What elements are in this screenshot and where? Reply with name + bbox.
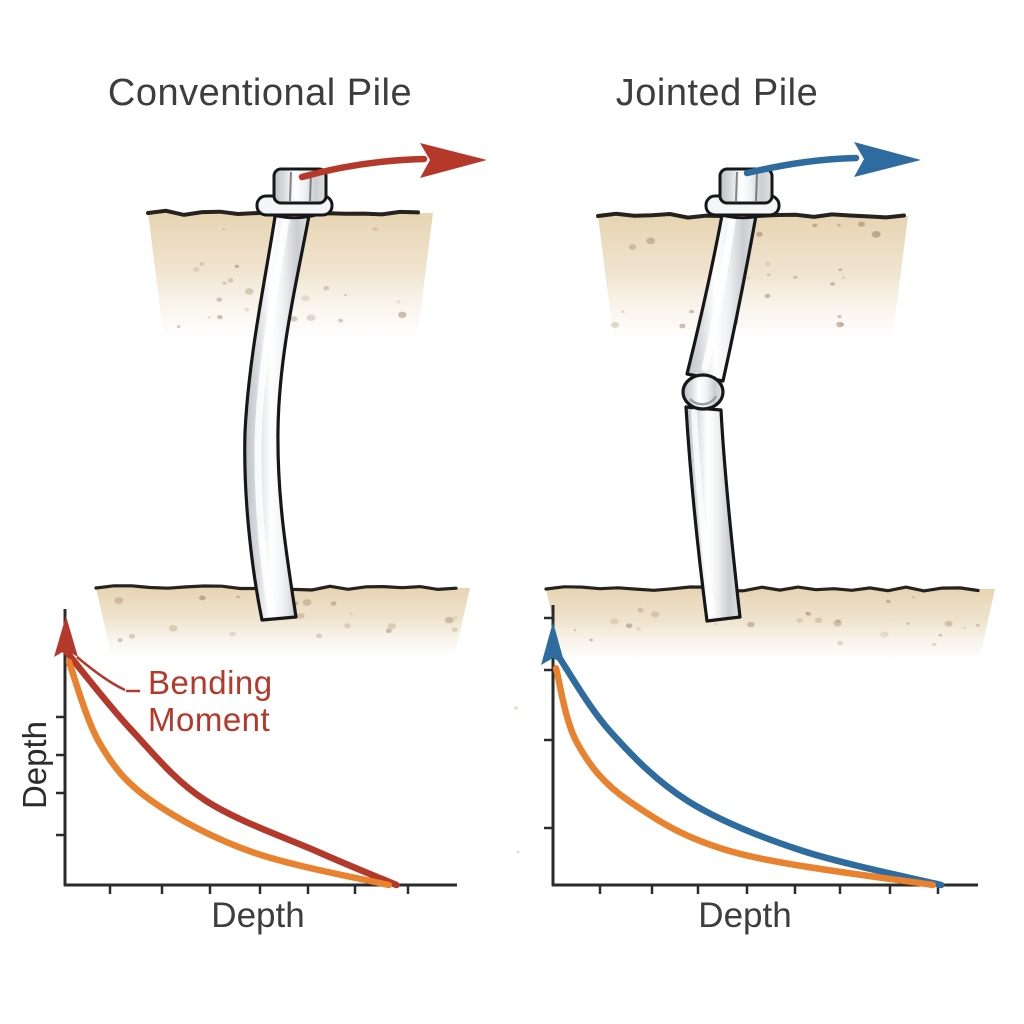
left-panel-title: Conventional Pile [107,72,413,114]
axis-ticks [544,616,940,894]
arrow-shaft [743,154,860,177]
lateral-load-arrow-left [298,143,487,181]
soil-band-lower-right [544,585,995,661]
curve-bending-moment-jointed [553,651,945,889]
arrow-head [854,142,921,177]
curve-comparison-curve [552,665,937,889]
right-chart-xlabel: Depth [698,896,792,935]
y-axis-arrow-icon [541,622,565,665]
chart-curves [61,646,400,889]
axis-ticks [56,715,410,894]
bending-moment-label: Bending Moment [148,664,273,738]
annotation-leader-line [76,656,126,692]
stray-speckles [514,706,520,854]
pile-highlight [254,214,290,614]
pile-highlight-lower [691,409,715,615]
pile-jointed [681,167,781,623]
arrow-shaft [298,155,428,181]
curve-bending-moment-conventional [61,646,400,889]
pile-joint-detail [689,395,718,406]
bending-moment-chart-left [54,609,457,894]
pile-hex-head [718,167,774,205]
left-chart-xlabel: Depth [211,896,305,935]
pile-highlight-upper [701,212,737,372]
hex-facet-lines [735,171,758,202]
arrow-head [420,143,487,178]
lateral-load-arrow-right [743,142,921,177]
y-axis-arrow-icon [54,616,78,657]
pile-hex-head [272,167,328,205]
left-chart-ylabel: Depth [16,720,53,810]
pile-conventional [243,167,334,622]
curve-comparison-curve [65,658,392,889]
bending-moment-chart-right [541,605,978,894]
chart-curves [552,651,945,889]
right-panel-title: Jointed Pile [615,72,819,114]
